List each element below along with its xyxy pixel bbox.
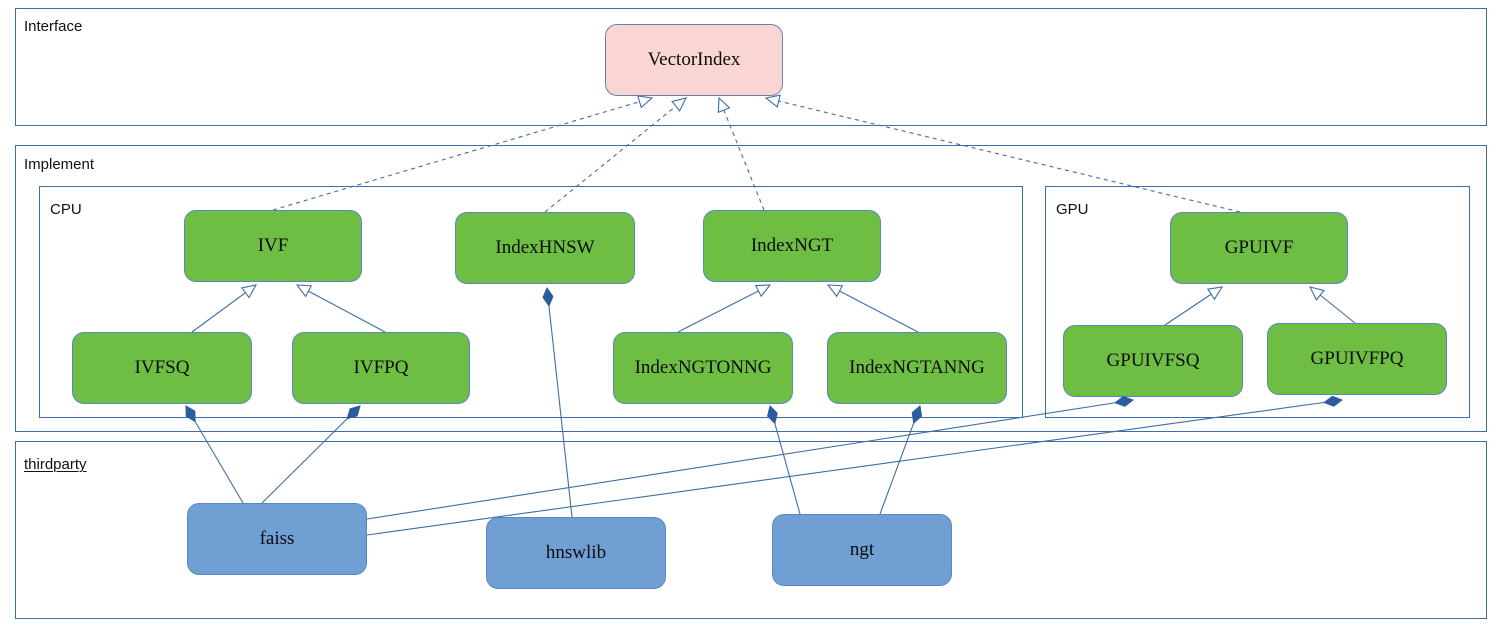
node-label-gpuivfpq: GPUIVFPQ bbox=[1310, 347, 1404, 369]
node-label-ivfpq: IVFPQ bbox=[353, 356, 409, 378]
node-indexngtanng[interactable]: IndexNGTANNG bbox=[827, 332, 1007, 404]
node-label-indexngtanng: IndexNGTANNG bbox=[849, 356, 985, 378]
node-label-ivfsq: IVFSQ bbox=[134, 356, 190, 378]
group-label-implement: Implement bbox=[24, 156, 95, 173]
node-ngt[interactable]: ngt bbox=[772, 514, 952, 586]
node-faiss[interactable]: faiss bbox=[187, 503, 367, 575]
node-hnswlib[interactable]: hnswlib bbox=[486, 517, 666, 589]
node-label-gpuivf: GPUIVF bbox=[1224, 236, 1294, 258]
node-gpuivfsq[interactable]: GPUIVFSQ bbox=[1063, 325, 1243, 397]
node-label-vectorindex: VectorIndex bbox=[647, 48, 741, 70]
node-label-hnswlib: hnswlib bbox=[545, 541, 607, 563]
node-ivf[interactable]: IVF bbox=[184, 210, 362, 282]
node-label-faiss: faiss bbox=[259, 527, 295, 549]
node-indexngt[interactable]: IndexNGT bbox=[703, 210, 881, 282]
node-gpuivf[interactable]: GPUIVF bbox=[1170, 212, 1348, 284]
group-label-thirdparty: thirdparty bbox=[24, 456, 87, 473]
node-ivfpq[interactable]: IVFPQ bbox=[292, 332, 470, 404]
node-indexngtonng[interactable]: IndexNGTONNG bbox=[613, 332, 793, 404]
group-label-cpu: CPU bbox=[50, 201, 82, 218]
node-vectorindex[interactable]: VectorIndex bbox=[605, 24, 783, 96]
node-label-ngt: ngt bbox=[849, 538, 875, 560]
group-label-gpu: GPU bbox=[1056, 201, 1089, 218]
node-indexhnsw[interactable]: IndexHNSW bbox=[455, 212, 635, 284]
node-label-indexhnsw: IndexHNSW bbox=[495, 236, 595, 258]
group-label-interface: Interface bbox=[24, 18, 83, 35]
node-gpuivfpq[interactable]: GPUIVFPQ bbox=[1267, 323, 1447, 395]
node-ivfsq[interactable]: IVFSQ bbox=[72, 332, 252, 404]
node-label-indexngtonng: IndexNGTONNG bbox=[634, 356, 772, 378]
node-label-gpuivfsq: GPUIVFSQ bbox=[1106, 349, 1200, 371]
node-label-indexngt: IndexNGT bbox=[750, 234, 834, 256]
node-label-ivf: IVF bbox=[257, 234, 289, 256]
